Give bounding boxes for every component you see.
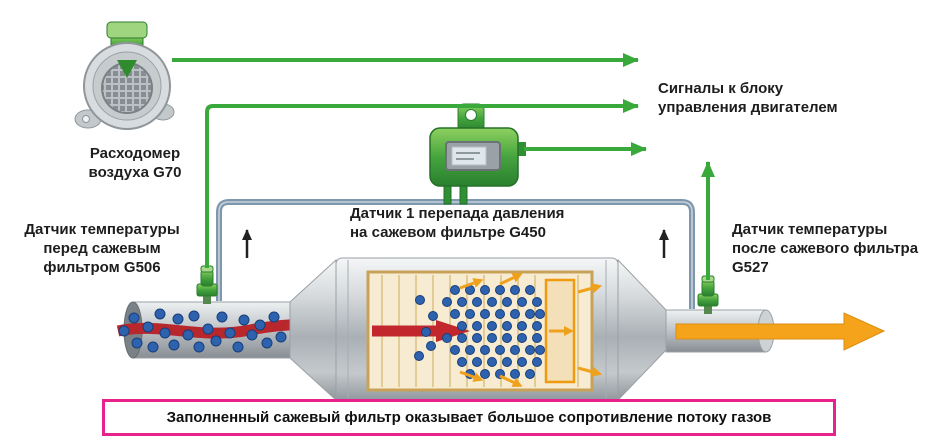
signal-arrow-icon — [172, 53, 715, 280]
label-temp-before: Датчик температуры перед сажевым фильтро… — [24, 221, 180, 276]
dpf-cutaway — [366, 267, 605, 393]
caption-text: Заполненный сажевый фильтр оказывает бол… — [166, 409, 772, 426]
soot-particles-inlet — [118, 308, 287, 353]
exhaust-flow-arrow-icon — [675, 312, 886, 351]
temp-sensor-after-icon — [697, 275, 719, 314]
label-ecu-signals: Сигналы к блоку управления двигателем — [658, 80, 838, 116]
temp-sensor-before-icon — [196, 265, 218, 304]
pressure-sensor-icon — [429, 103, 526, 205]
pressure-point-arrows — [242, 229, 669, 258]
label-flow-meter: Расходомер воздуха G70 — [88, 145, 182, 181]
label-pressure-sensor: Датчик 1 перепада давления на сажевом фи… — [350, 205, 565, 241]
pressure-tube — [216, 199, 695, 309]
air-flow-meter-icon — [74, 21, 175, 130]
soot-particles-filter — [414, 285, 545, 379]
label-temp-after: Датчик температуры после сажевого фильтр… — [732, 221, 919, 276]
caption-box: Заполненный сажевый фильтр оказывает бол… — [102, 399, 836, 436]
